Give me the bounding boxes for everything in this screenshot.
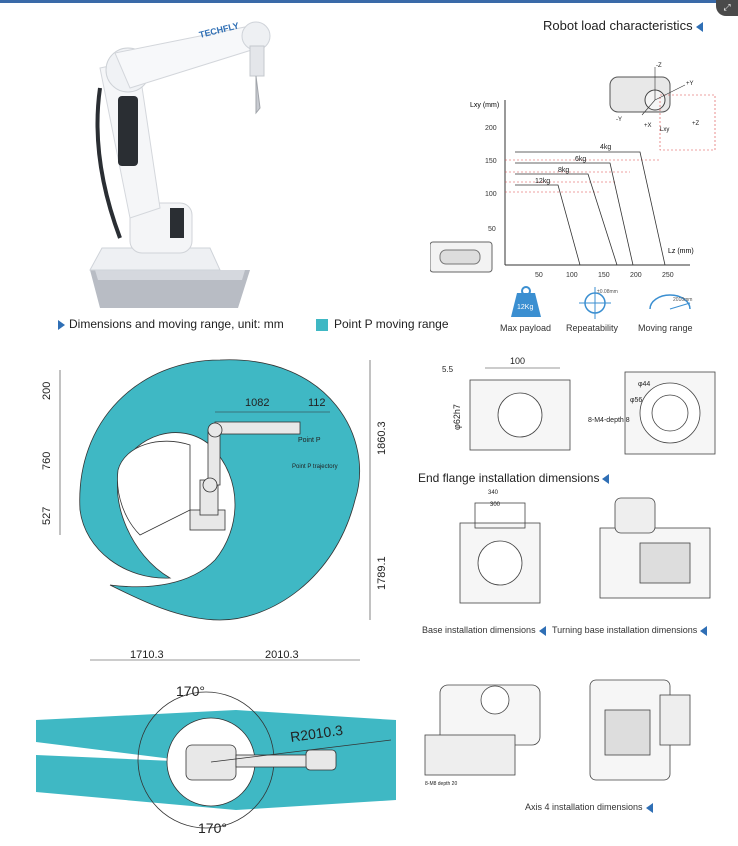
expand-icon[interactable]: ⤢ [716, 0, 738, 16]
x-tick: 150 [598, 272, 610, 279]
load-x-label: Lz (mm) [668, 248, 694, 255]
crosshair-icon: ±0.08mm [579, 287, 618, 319]
load-section-title: Robot load characteristics [543, 18, 703, 33]
spec-repeatability: Repeatability [566, 323, 619, 333]
arc-range-icon: 2010mm [649, 294, 692, 310]
wrist-axes-diagram: -Z +Y -Y +X +Z Lxy [609, 63, 716, 151]
dims-caption: Dimensions and moving range, unit: mm [58, 317, 284, 331]
axis-label: -Y [616, 117, 622, 123]
base-dim: 340 [488, 490, 499, 496]
curve-label: 6kg [575, 156, 586, 163]
flange-dim: 5.5 [442, 365, 454, 374]
triangle-left-icon [602, 473, 610, 484]
axis-label: Lxy [660, 127, 669, 133]
moving-range-top-view: 170° 170° R2010.3 [36, 683, 396, 836]
spec-max-payload: Max payload [500, 323, 552, 333]
axis4-note: 8-M8 depth 20 [425, 781, 457, 787]
robot-photo: TECHFLY [89, 20, 271, 308]
triangle-left-icon [538, 625, 546, 636]
y-tick: 150 [485, 158, 497, 165]
dim-left: 760 [41, 452, 53, 470]
axis-label: +Z [692, 121, 700, 127]
axis-label: +Y [686, 81, 694, 87]
turning-base-caption: Turning base installation dimensions [552, 625, 708, 636]
dim-left: 200 [41, 382, 53, 400]
angle-bottom-label: 170° [198, 820, 227, 836]
svg-text:12Kg: 12Kg [517, 304, 533, 311]
flange-caption: End flange installation dimensions [418, 471, 610, 485]
base-dim: 300 [490, 502, 501, 508]
window-top-bar [0, 0, 738, 3]
dim-right: 1789.1 [376, 556, 388, 590]
curve-label: 4kg [600, 144, 611, 151]
axis4-drawings: 8-M8 depth 20 [424, 679, 691, 787]
load-title-text: Robot load characteristics [543, 18, 693, 33]
triangle-left-icon [645, 802, 653, 813]
legend-caption: Point P moving range [316, 317, 449, 331]
robot-side-drawing [189, 421, 301, 531]
dim-top: 112 [308, 397, 326, 409]
flange-dim: φ56 [630, 397, 642, 404]
spec-icons: 12Kg ±0.08mm 2010mm [511, 286, 692, 319]
axis4-caption: Axis 4 installation dimensions [525, 802, 653, 813]
radius-label: R2010.3 [289, 722, 344, 745]
robot-top-drawing [185, 744, 337, 781]
y-tick: 100 [485, 191, 497, 198]
weight-icon: 12Kg [511, 286, 541, 317]
curve-label: 12kg [535, 178, 550, 185]
moving-range-side-view: 1082 112 200 760 527 1860.3 1789.1 1710.… [41, 359, 388, 661]
end-flange-drawings: 100 5.5 φ62h7 φ44 φ56 8-M4-depth 8 [442, 356, 716, 455]
curve-label: 8kg [558, 167, 569, 174]
triangle-left-icon [700, 625, 708, 636]
angle-top-label: 170° [176, 683, 205, 699]
dim-top: 1082 [245, 397, 269, 409]
dim-right: 1860.3 [376, 421, 388, 455]
flange-dim: 100 [510, 356, 525, 366]
triangle-right-icon [58, 319, 65, 330]
spec-moving-range: Moving range [638, 323, 693, 333]
x-tick: 200 [630, 272, 642, 279]
y-tick: 50 [488, 226, 496, 233]
x-tick: 250 [662, 272, 674, 279]
dim-bottom: 1710.3 [130, 649, 164, 661]
load-chart: Lxy (mm) Lz (mm) 200 150 100 50 50 100 1… [430, 63, 716, 279]
svg-text:2010mm: 2010mm [673, 297, 692, 303]
load-y-label: Lxy (mm) [470, 102, 499, 109]
flange-dim: φ62h7 [452, 404, 462, 430]
y-tick: 200 [485, 125, 497, 132]
dim-left: 527 [41, 507, 53, 525]
trajectory-label: Point P trajectory [292, 464, 338, 470]
axis-label: -Z [656, 63, 662, 69]
svg-text:±0.08mm: ±0.08mm [597, 289, 618, 295]
flange-dim: φ44 [638, 381, 650, 388]
dim-bottom: 2010.3 [265, 649, 299, 661]
x-tick: 50 [535, 272, 543, 279]
base-drawings: 340 300 [459, 490, 711, 604]
point-p-label: Point P [298, 437, 321, 444]
x-tick: 100 [566, 272, 578, 279]
axis-label: +X [644, 123, 652, 129]
flange-dim: 8-M4-depth 8 [588, 417, 630, 424]
triangle-left-icon [695, 21, 703, 32]
base-caption: Base installation dimensions [422, 625, 546, 636]
legend-swatch [316, 318, 328, 331]
